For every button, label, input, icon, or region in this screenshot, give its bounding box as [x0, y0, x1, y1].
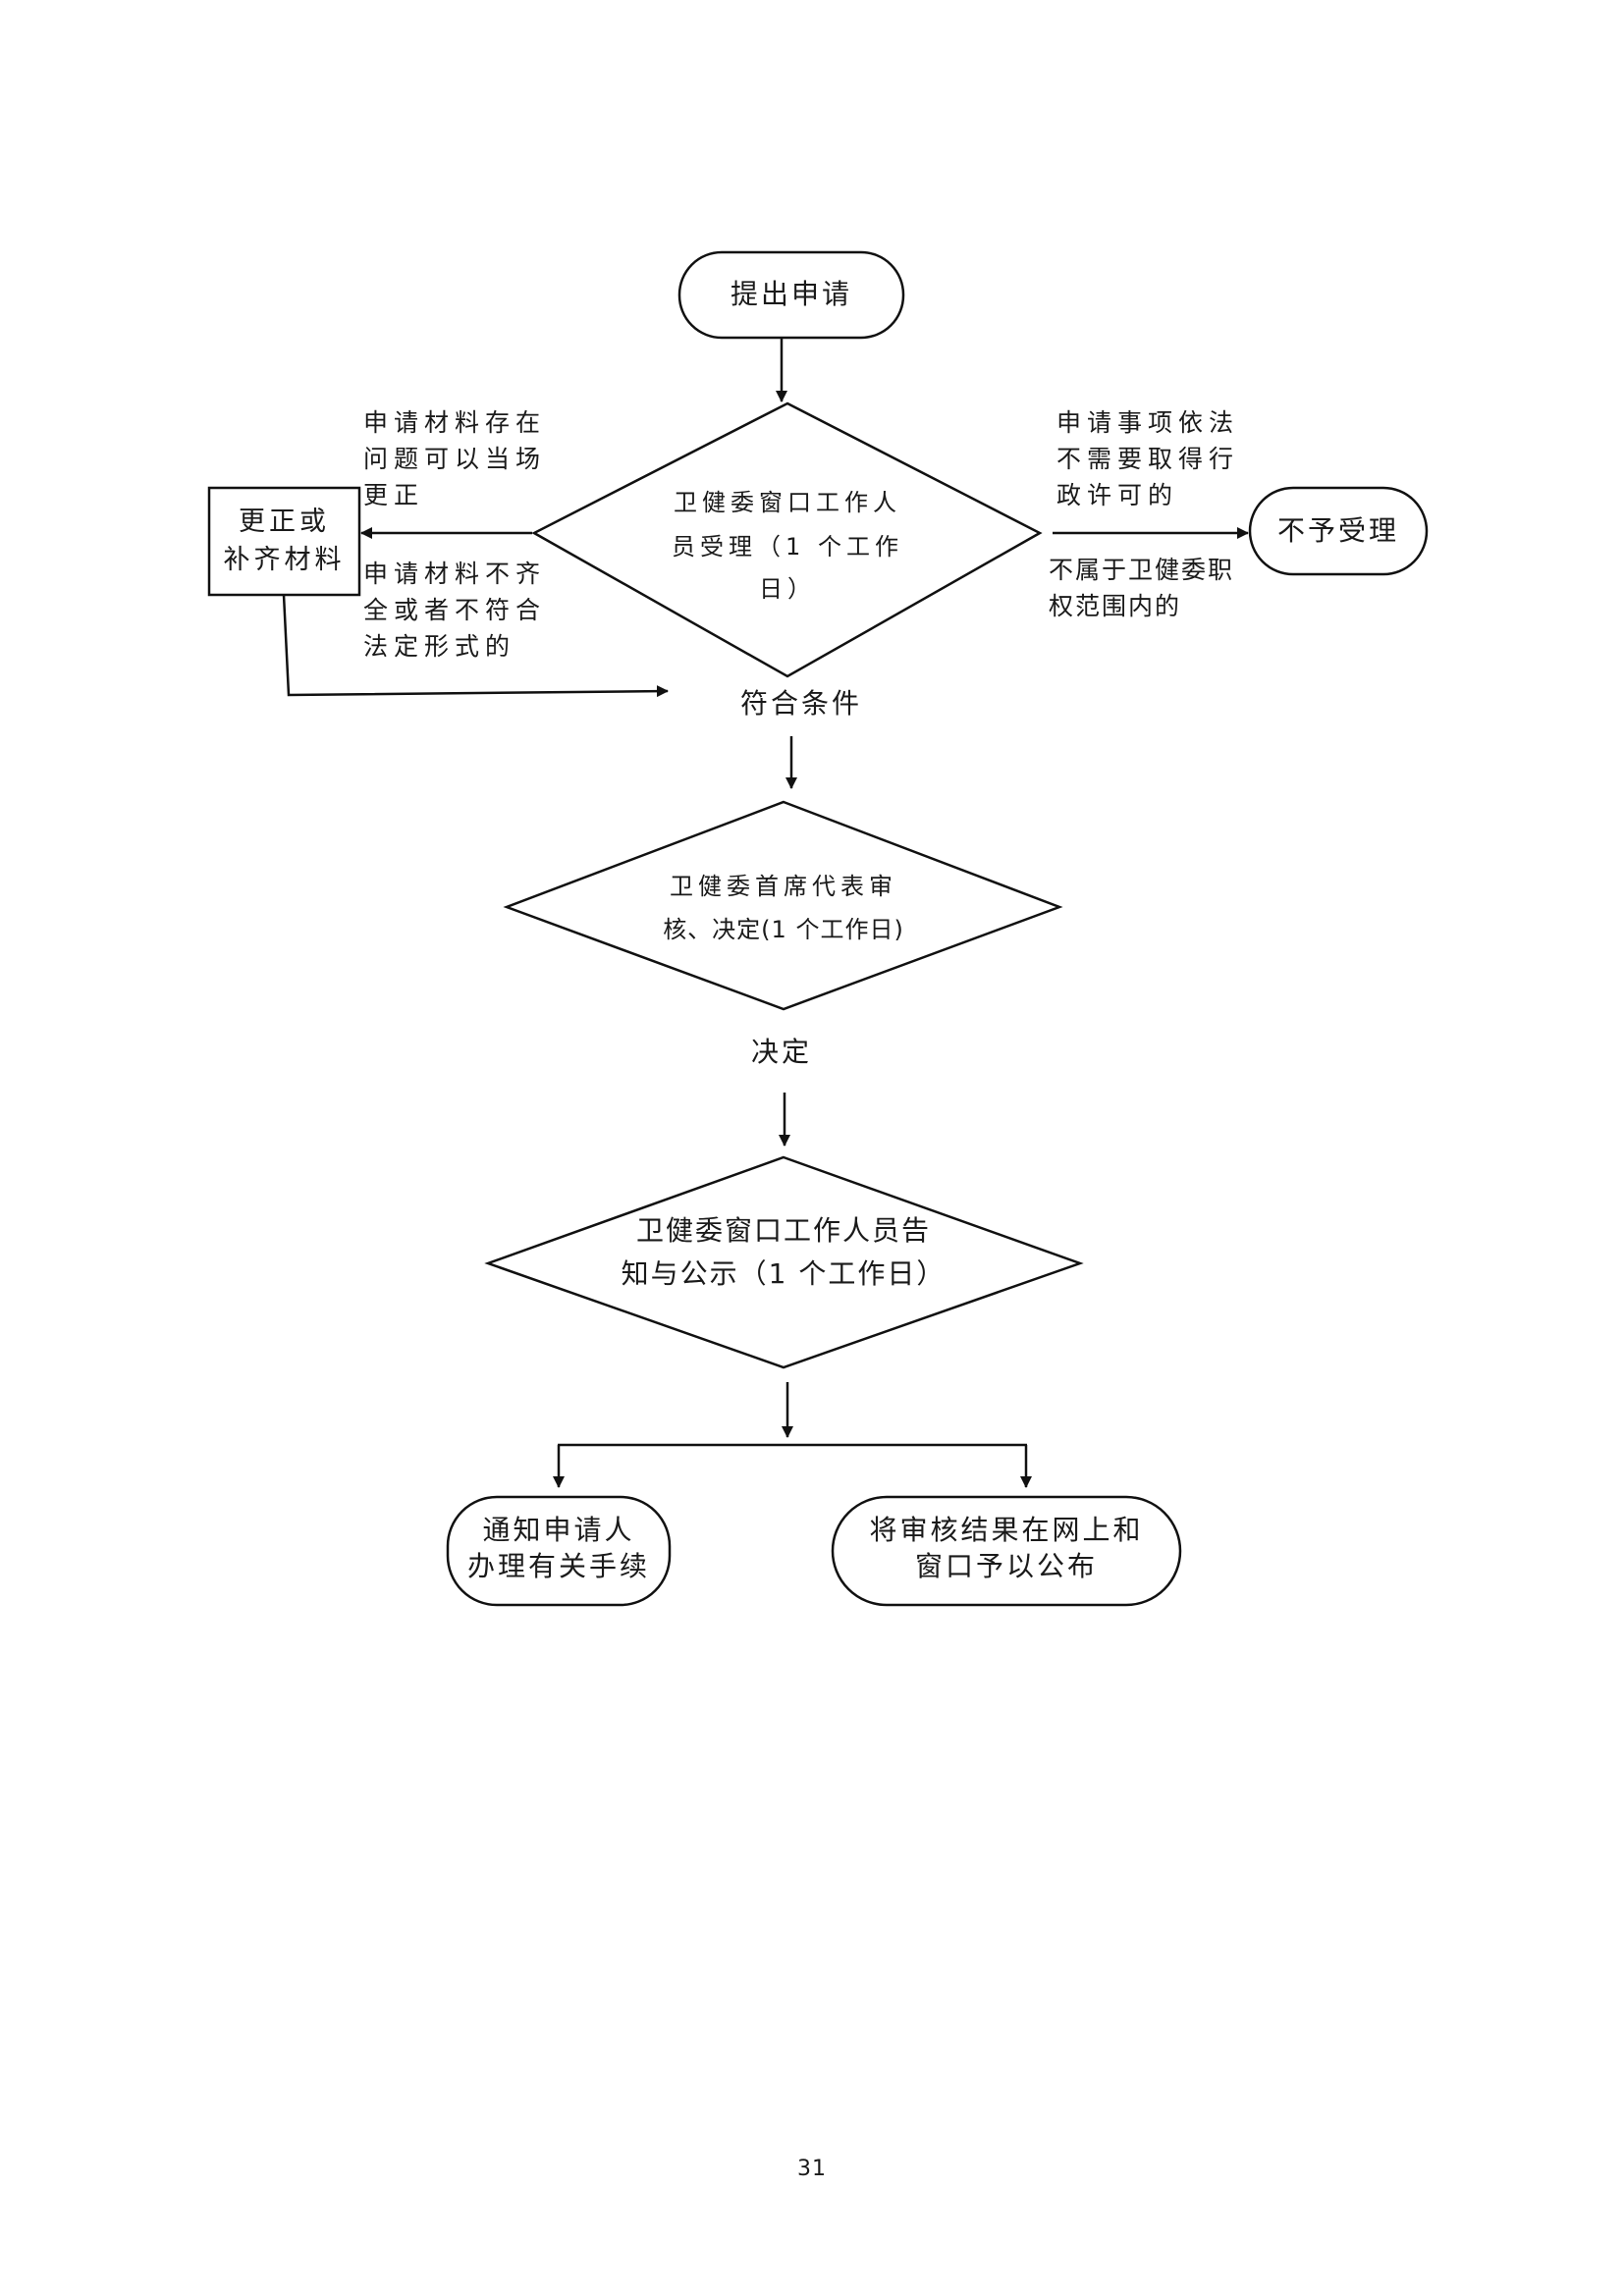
page-number: 31 — [797, 2157, 827, 2181]
correct-box-line1: 更正或 — [239, 507, 330, 537]
publish-result-shape — [831, 1495, 1182, 1607]
start-terminal-shape — [677, 250, 905, 340]
accept-decision-shape — [531, 401, 1043, 678]
publish-result-line2: 窗口予以公布 — [914, 1550, 1098, 1582]
notify-applicant-line2: 办理有关手续 — [466, 1550, 650, 1582]
review-step-line1: 卫健委首席代表审 — [670, 873, 897, 900]
notify-step-line1: 卫健委窗口工作人员告 — [635, 1214, 931, 1247]
correct-box-shape — [207, 486, 361, 597]
arrow-correct-return — [282, 594, 669, 698]
note-incomplete-line2: 全或者不符合 — [363, 596, 547, 624]
note-no-permit-line2: 不需要取得行 — [1056, 445, 1240, 473]
note-out-of-scope-line1: 不属于卫健委职 — [1049, 556, 1235, 584]
note-incomplete-line1: 申请材料不齐 — [363, 560, 547, 588]
accept-step-line2: 员受理（1 个工作 — [672, 533, 903, 561]
notify-step-line2: 知与公示（1 个工作日） — [621, 1257, 947, 1290]
notify-decision-shape — [484, 1155, 1084, 1369]
note-out-of-scope-line2: 权范围内的 — [1049, 592, 1182, 620]
note-no-permit-line3: 政许可的 — [1056, 481, 1179, 509]
accept-step-line1: 卫健委窗口工作人 — [674, 489, 901, 516]
correct-box-line2: 补齐材料 — [223, 545, 346, 575]
note-fix-on-site-line1: 申请材料存在 — [363, 408, 547, 437]
start-terminal-label: 提出申请 — [730, 278, 852, 310]
notify-applicant-line1: 通知申请人 — [482, 1514, 635, 1546]
note-fix-on-site-line3: 更正 — [363, 481, 425, 509]
accept-step-line3: 日） — [759, 575, 816, 603]
note-fix-on-site-line2: 问题可以当场 — [363, 445, 547, 473]
decision-label: 决定 — [750, 1036, 812, 1068]
review-step-line2: 核、决定(1 个工作日) — [663, 916, 904, 943]
notify-applicant-shape — [446, 1495, 672, 1607]
note-no-permit-line1: 申请事项依法 — [1056, 408, 1240, 437]
publish-result-line1: 将审核结果在网上和 — [869, 1514, 1144, 1546]
reject-terminal-shape — [1248, 486, 1429, 576]
note-incomplete-line3: 法定形式的 — [363, 632, 516, 661]
reject-terminal-label: 不予受理 — [1276, 514, 1399, 547]
qualified-label: 符合条件 — [739, 687, 862, 720]
review-decision-shape — [503, 800, 1063, 1011]
